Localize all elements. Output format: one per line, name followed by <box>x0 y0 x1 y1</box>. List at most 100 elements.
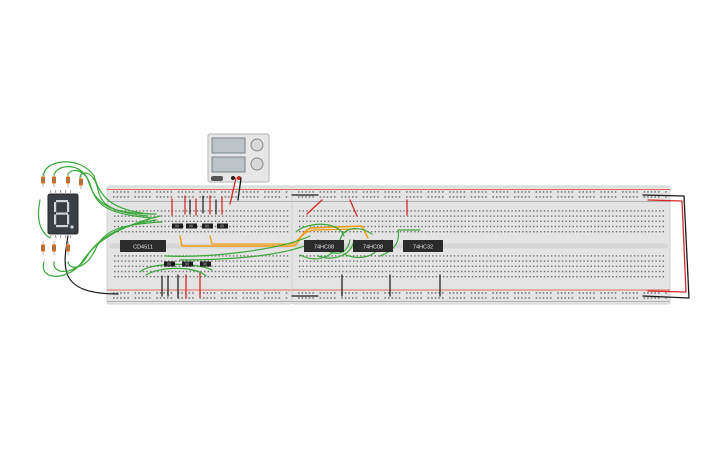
chip-cd4511[interactable]: CD4511 <box>120 240 166 252</box>
breadboard-hole <box>363 220 366 222</box>
power-supply-terminal-positive[interactable] <box>237 176 241 180</box>
rail-hole <box>278 297 281 299</box>
breadboard-hole <box>335 210 337 212</box>
breadboard-hole <box>554 215 556 217</box>
rail-hole <box>506 191 509 193</box>
breadboard-hole <box>222 276 224 278</box>
breadboard-hole <box>182 215 184 217</box>
rail-hole <box>528 297 530 299</box>
breadboard-hole <box>507 225 510 228</box>
breadboard-hole <box>633 220 636 222</box>
rail-hole <box>242 191 245 193</box>
breadboard-hole <box>276 231 278 233</box>
breadboard-hole <box>268 210 271 212</box>
breadboard-hole <box>279 215 281 217</box>
power-supply-knob-top[interactable] <box>250 138 264 152</box>
breadboard-hole <box>186 276 188 278</box>
rail-hole <box>341 191 343 193</box>
rail-hole <box>264 292 266 294</box>
rail-hole <box>395 297 397 299</box>
breadboard-hole <box>374 231 376 233</box>
breadboard-hole <box>623 265 625 267</box>
breadboard-hole <box>342 255 344 257</box>
breadboard-hole <box>601 225 603 228</box>
breadboard-hole <box>576 215 578 217</box>
breadboard-hole <box>497 215 499 217</box>
breadboard-hole <box>565 225 567 228</box>
breadboard-hole <box>371 225 373 228</box>
breadboard-hole <box>561 260 564 262</box>
rail-hole <box>138 297 140 299</box>
breadboard-hole <box>385 260 387 262</box>
rail-hole <box>442 297 444 299</box>
breadboard-hole <box>493 220 495 222</box>
breadboard-hole <box>342 270 344 273</box>
rail-hole <box>463 292 466 294</box>
breadboard-hole <box>367 210 369 212</box>
breadboard-hole <box>250 260 253 262</box>
breadboard-hole <box>247 260 249 262</box>
rail-hole <box>199 297 201 299</box>
rail-hole <box>395 191 397 193</box>
breadboard-hole <box>164 231 166 233</box>
breadboard-hole <box>327 225 330 228</box>
breadboard-hole <box>225 231 227 233</box>
rail-hole <box>362 297 365 299</box>
breadboard-hole <box>489 231 492 233</box>
power-supply-switch[interactable] <box>211 176 223 181</box>
rail-hole <box>420 196 422 198</box>
breadboard-hole <box>342 210 344 212</box>
breadboard-hole <box>247 225 249 228</box>
breadboard-hole <box>540 210 542 212</box>
switch-bank[interactable] <box>164 223 228 267</box>
breadboard-hole <box>378 215 380 217</box>
breadboard-hole <box>583 270 585 273</box>
breadboard-hole <box>554 270 556 273</box>
rail-hole <box>275 196 277 198</box>
breadboard-hole <box>132 265 134 267</box>
breadboard-hole <box>641 215 643 217</box>
breadboard-hole <box>626 270 628 273</box>
chip-74hc08-a[interactable]: 74HC08 <box>304 240 344 252</box>
breadboard-hole <box>276 255 278 257</box>
rail-hole <box>188 196 191 198</box>
seven-segment-display-icon[interactable] <box>47 190 79 238</box>
rail-hole <box>654 292 656 294</box>
breadboard-hole <box>435 276 438 278</box>
breadboard-hole <box>644 231 646 233</box>
power-supply-terminal-negative[interactable] <box>231 176 235 180</box>
breadboard-hole <box>207 220 209 222</box>
breadboard-hole <box>637 215 639 217</box>
breadboard-hole <box>579 231 582 233</box>
rail-hole <box>474 196 476 198</box>
chip-74hc08-b[interactable]: 74HC08 <box>353 240 393 252</box>
breadboard-hole <box>338 265 340 267</box>
breadboard-hole <box>250 220 253 222</box>
breadboard-hole <box>338 220 340 222</box>
breadboard-hole <box>171 276 173 278</box>
rail-hole <box>449 191 451 193</box>
breadboard-hole <box>309 270 312 273</box>
power-supply-icon[interactable] <box>207 133 270 183</box>
pushbutton-cap <box>175 224 179 228</box>
rail-hole <box>478 297 480 299</box>
breadboard-hole <box>475 265 477 267</box>
breadboard-hole <box>396 255 398 257</box>
rail-hole <box>170 196 173 198</box>
breadboard-hole <box>554 276 556 278</box>
breadboard-right[interactable] <box>291 185 671 305</box>
breadboard-hole <box>507 215 510 217</box>
breadboard-hole <box>428 270 430 273</box>
resistor-group[interactable] <box>41 173 83 255</box>
breadboard-hole <box>464 255 466 257</box>
rail-hole <box>253 191 255 193</box>
breadboard-hole <box>482 225 484 228</box>
breadboard-hole <box>286 231 289 233</box>
rail-hole <box>564 297 566 299</box>
breadboard-hole <box>439 260 441 262</box>
breadboard-hole <box>515 231 517 233</box>
power-supply-knob-bottom[interactable] <box>250 157 264 171</box>
breadboard-hole <box>247 255 249 257</box>
chip-74hc32[interactable]: 74HC32 <box>403 240 443 252</box>
